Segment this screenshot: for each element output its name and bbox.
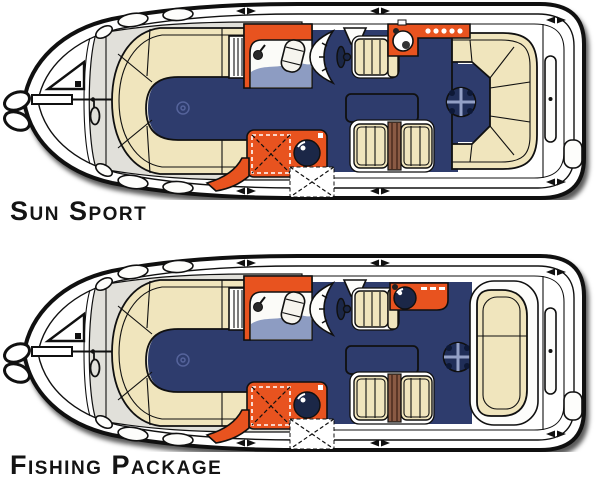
casting-platform-seam-line (482, 296, 521, 410)
casting-platform-pad (476, 289, 528, 417)
boat-plan-fishing-package (0, 252, 600, 452)
stern-bench-seam-line (452, 39, 531, 163)
pedestal-seat-icon (393, 286, 417, 310)
fishing-package-stern (389, 280, 539, 426)
boat-plan-label-sun-sport: Sun Sport (10, 196, 148, 226)
sun-sport-stern (387, 19, 538, 172)
fishing-package-deck-plan (0, 252, 600, 452)
sun-sport-deck-plan (0, 0, 600, 200)
wet-bar (387, 19, 471, 57)
boat-plan-sun-sport (0, 0, 600, 200)
boat-plan-label-fishing-package: Fishing Package (10, 450, 223, 480)
stern-bench-seams (469, 39, 531, 163)
rigging-ticks (421, 287, 445, 290)
pedestal-seat (389, 282, 449, 311)
cupholders (425, 28, 463, 34)
